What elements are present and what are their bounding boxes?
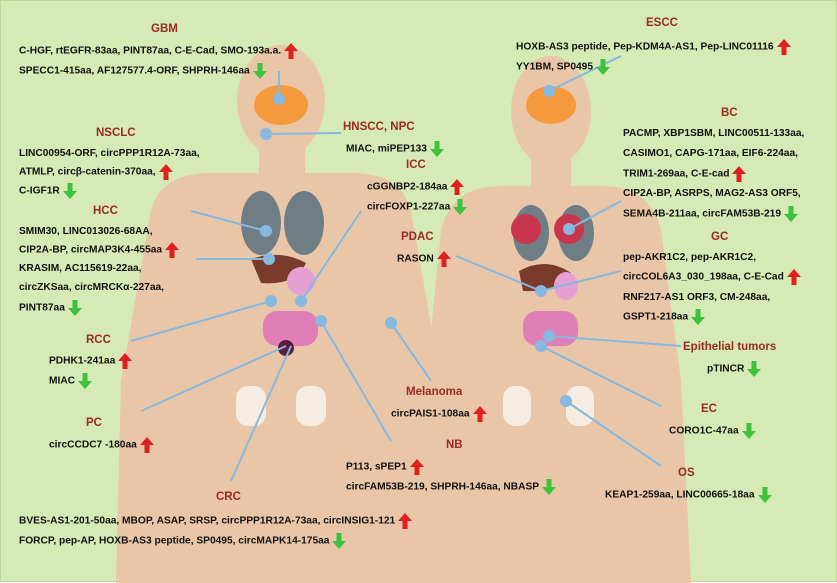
leg-bones [236, 386, 594, 426]
connector-dots [260, 85, 575, 407]
escc-line-2: YY1BM, SP0495 [516, 59, 611, 75]
ec-line-1: CORO1C-47aa [669, 423, 756, 439]
gbm-line-2: SPECC1-415aa, AF127577.4-ORF, SHPRH-146a… [19, 63, 267, 79]
up-arrow-icon [472, 406, 487, 422]
rcc-line-1: PDHK1-241aa [49, 353, 133, 369]
down-arrow-icon [741, 423, 756, 439]
abdomen-organs [251, 254, 578, 356]
hcc-line-4: circZKSaa, circMRCKα-227aa, [19, 282, 164, 293]
epithelial-title: Epithelial tumors [683, 341, 777, 353]
up-arrow-icon [284, 43, 299, 59]
down-arrow-icon [78, 373, 93, 389]
pc-line-1: circCCDC7 -180aa [49, 437, 154, 453]
bc-line-2: CASIMO1, CAPG-171aa, EIF6-224aa, [623, 148, 798, 159]
pc-title: PC [86, 417, 102, 429]
brain-icons [254, 85, 576, 125]
bc-title: BC [721, 107, 738, 119]
hnscc-title: HNSCC, NPC [343, 121, 415, 133]
down-arrow-icon [542, 479, 557, 495]
down-arrow-icon [453, 199, 468, 215]
gc-title: GC [711, 231, 729, 243]
pdac-title: PDAC [401, 231, 434, 243]
down-arrow-icon [67, 300, 82, 316]
nsclc-title: NSCLC [96, 127, 136, 139]
hcc-line-3: KRASIM, AC115619-22aa, [19, 263, 142, 274]
hcc-line-2: CIP2A-BP, circMAP3K4-455aa [19, 242, 180, 258]
gc-line-4: GSPT1-218aa [623, 309, 706, 325]
os-title: OS [678, 467, 695, 479]
gc-line-2: circCOL6A3_030_198aa, C-E-Cad [623, 269, 801, 285]
bc-line-3: TRIM1-269aa, C-E-cad [623, 166, 747, 182]
melanoma-line-1: circPAIS1-108aa [391, 406, 487, 422]
down-arrow-icon [691, 309, 706, 325]
down-arrow-icon [747, 361, 762, 377]
up-arrow-icon [165, 242, 180, 258]
gc-line-1: pep-AKR1C2, pep-AKR1C2, [623, 252, 757, 263]
nb-line-1: P113, sPEP1 [346, 459, 424, 475]
icc-title: ICC [406, 159, 426, 171]
down-arrow-icon [596, 59, 611, 75]
rcc-title: RCC [86, 334, 111, 346]
crc-line-1: BVES-AS1-201-50aa, MBOP, ASAP, SRSP, cir… [19, 513, 413, 529]
os-line-1: KEAP1-259aa, LINC00665-18aa [605, 487, 772, 503]
pdac-line-1: RASON [397, 251, 451, 267]
hnscc-line-1: MIAC, miPEP133 [346, 141, 444, 157]
nb-title: NB [446, 439, 463, 451]
down-arrow-icon [784, 206, 798, 222]
down-arrow-icon [62, 183, 77, 199]
hcc-title: HCC [93, 205, 118, 217]
melanoma-title: Melanoma [406, 386, 463, 398]
nsclc-line-1: LINC00954-ORF, circPPP1R12A-73aa, [19, 148, 200, 159]
up-arrow-icon [118, 353, 133, 369]
down-arrow-icon [252, 63, 267, 79]
connector-lines [130, 55, 682, 482]
up-arrow-icon [139, 437, 154, 453]
icc-line-2: circFOXP1-227aa [367, 199, 468, 215]
hcc-line-5: PINT87aa [19, 300, 82, 316]
nsclc-line-3: C-IGF1R [19, 183, 77, 199]
down-arrow-icon [757, 487, 772, 503]
nsclc-line-2: ATMLP, circβ-catenin-370aa, [19, 164, 173, 180]
nb-line-2: circFAM53B-219, SHPRH-146aa, NBASP [346, 479, 557, 495]
down-arrow-icon [429, 141, 444, 157]
gbm-title: GBM [151, 23, 178, 35]
up-arrow-icon [732, 166, 747, 182]
hcc-line-1: SMIM30, LINC013026-68AA, [19, 226, 153, 237]
up-arrow-icon [158, 164, 173, 180]
up-arrow-icon [786, 269, 801, 285]
up-arrow-icon [398, 513, 413, 529]
gc-line-3: RNF217-AS1 ORF3, CM-248aa, [623, 292, 771, 303]
bc-line-1: PACMP, XBP1SBM, LINC00511-133aa, [623, 128, 805, 139]
up-arrow-icon [776, 39, 791, 55]
bc-line-5: SEMA4B-211aa, circFAM53B-219 [623, 206, 798, 222]
up-arrow-icon [450, 179, 465, 195]
down-arrow-icon [332, 533, 347, 549]
rcc-line-2: MIAC [49, 373, 93, 389]
crc-line-2: FORCP, pep-AP, HOXB-AS3 peptide, SP0495,… [19, 533, 347, 549]
escc-line-1: HOXB-AS3 peptide, Pep-KDM4A-AS1, Pep-LIN… [516, 39, 791, 55]
gbm-line-1: C-HGF, rtEGFR-83aa, PINT87aa, C-E-Cad, S… [19, 43, 299, 59]
escc-title: ESCC [646, 17, 678, 29]
epithelial-line-1: pTINCR [707, 361, 762, 377]
icc-line-1: cGGNBP2-184aa [367, 179, 465, 195]
up-arrow-icon [409, 459, 424, 475]
ec-title: EC [701, 403, 717, 415]
crc-title: CRC [216, 491, 241, 503]
bc-line-4: CIP2A-BP, ASRPS, MAG2-AS3 ORF5, [623, 188, 801, 199]
up-arrow-icon [436, 251, 451, 267]
